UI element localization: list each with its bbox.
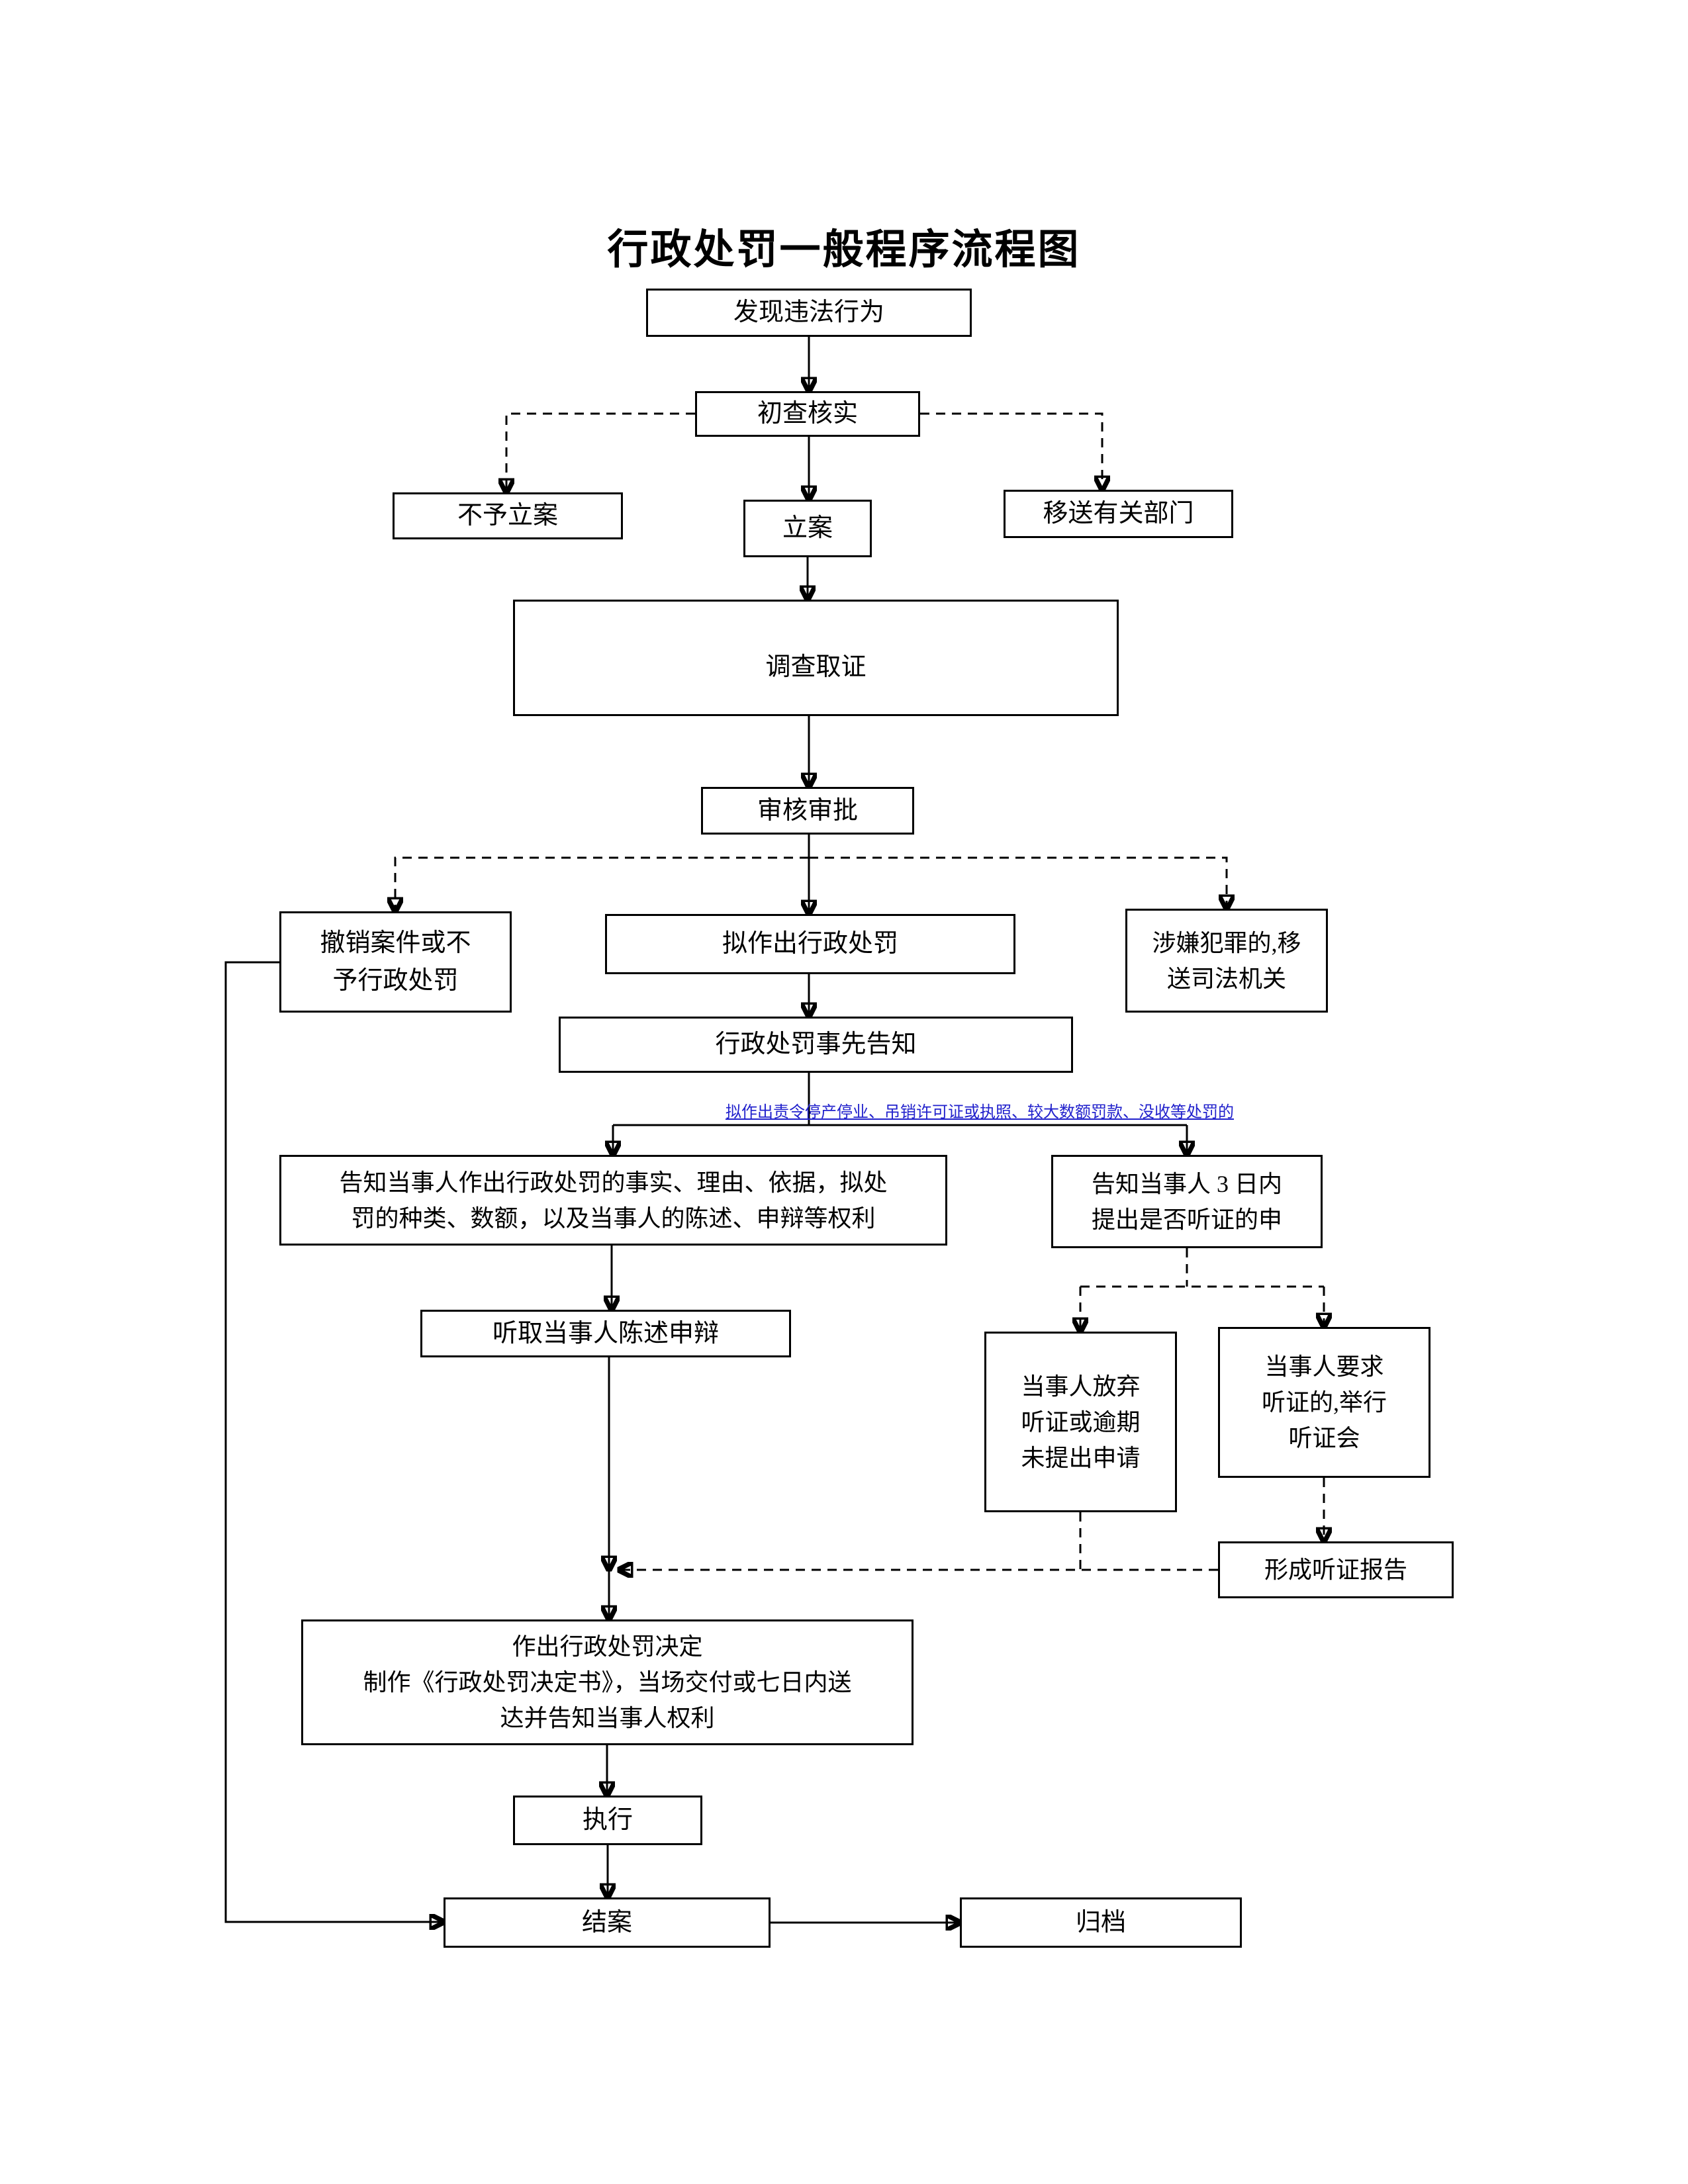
page-title: 行政处罚一般程序流程图 — [607, 227, 1081, 273]
node-propose: 拟作出行政处罚 — [605, 914, 1015, 974]
edge-review-to-crime — [809, 856, 1227, 909]
node-inform-hearing: 告知当事人 3 日内 提出是否听证的申 — [1051, 1155, 1323, 1248]
node-no-case: 不予立案 — [393, 492, 623, 539]
node-prior-notice: 行政处罚事先告知 — [559, 1017, 1073, 1073]
node-investigate: 调查取证 由两名以上执法人员向当事人出示证件,进行调 查、检查、询问，采取必要的… — [513, 600, 1119, 716]
node-review: 审核审批 — [701, 787, 914, 835]
node-hearing-report: 形成听证报告 — [1218, 1541, 1454, 1598]
node-archive: 归档 — [960, 1897, 1242, 1948]
node-request-hearing: 当事人要求 听证的,举行 听证会 — [1218, 1327, 1430, 1478]
node-initial-check: 初查核实 — [695, 391, 920, 437]
edge-initialcheck-to-transfer — [920, 412, 1102, 490]
node-waive-hearing: 当事人放弃 听证或逾期 未提出申请 — [984, 1332, 1177, 1512]
hearing-condition-note: 拟作出责令停产停业、吊销许可证或执照、较大数额罚款、没收等处罚的 — [726, 1104, 1234, 1121]
node-decision: 作出行政处罚决定 制作《行政处罚决定书》，当场交付或七日内送 达并告知当事人权利 — [301, 1619, 914, 1745]
node-transfer-dept: 移送有关部门 — [1004, 490, 1233, 538]
node-close-case: 结案 — [444, 1897, 771, 1948]
node-investigate-title: 调查取证 — [765, 653, 867, 681]
node-discover: 发现违法行为 — [646, 289, 972, 337]
node-inform-rights: 告知当事人作出行政处罚的事实、理由、依据，拟处 罚的种类、数额，以及当事人的陈述… — [279, 1155, 947, 1246]
node-listen: 听取当事人陈述申辩 — [420, 1310, 791, 1357]
node-execute: 执行 — [513, 1796, 702, 1845]
node-withdraw: 撤销案件或不 予行政处罚 — [279, 911, 512, 1013]
edge-review-to-withdraw — [395, 856, 809, 911]
edge-initialcheck-to-nocase — [506, 412, 695, 492]
node-crime: 涉嫌犯罪的,移 送司法机关 — [1125, 909, 1328, 1013]
node-file-case: 立案 — [743, 500, 872, 557]
edge-withdraw-to-closecase — [224, 961, 444, 1922]
